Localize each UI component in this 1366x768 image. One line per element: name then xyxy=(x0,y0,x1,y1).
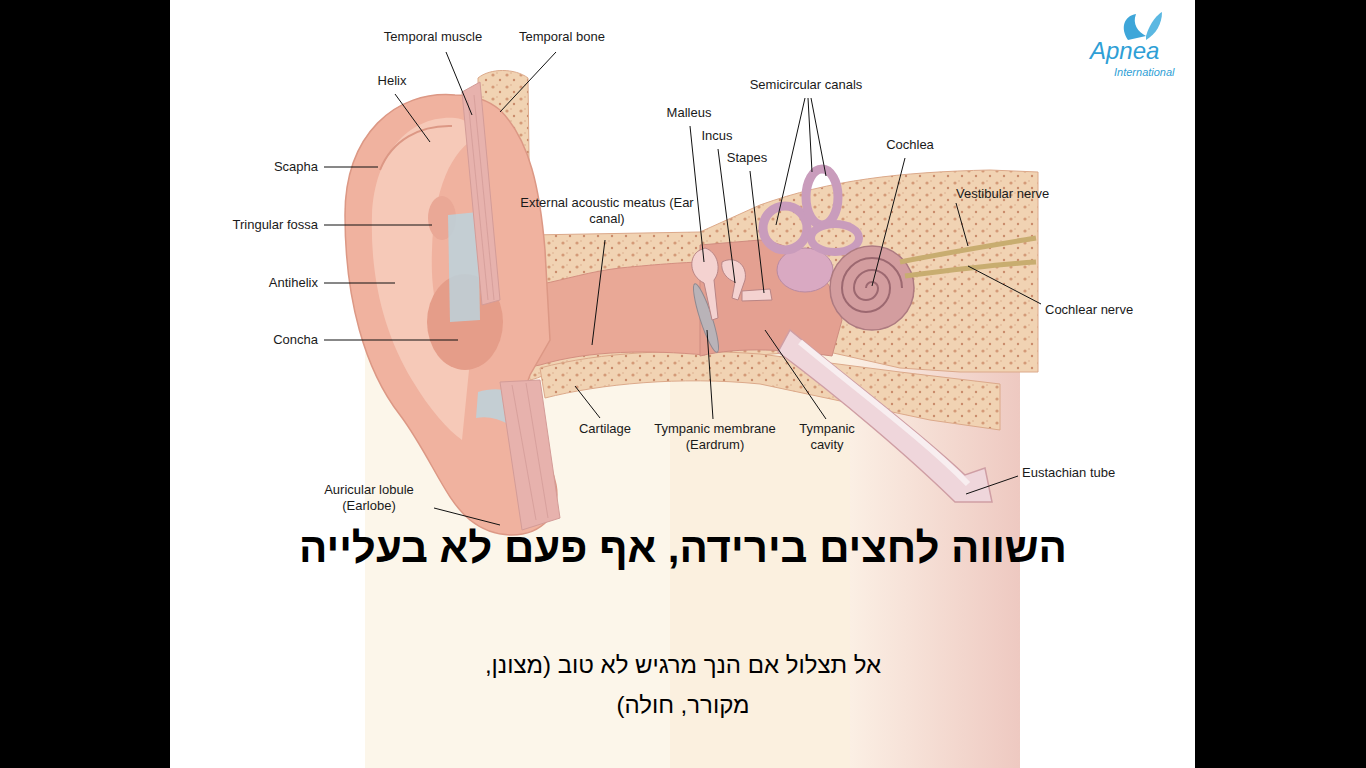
part-label: Malleus xyxy=(667,105,712,121)
part-label: Helix xyxy=(378,73,407,89)
temporal-bone xyxy=(478,71,1038,431)
part-label: Temporal muscle xyxy=(384,29,482,45)
part-label: Eustachian tube xyxy=(1022,465,1115,481)
part-label: Tringular fossa xyxy=(233,217,319,233)
part-label: External acoustic meatus (Ear canal) xyxy=(520,195,695,227)
slide-title: השווה לחצים בירידה, אף פעם לא בעלייה xyxy=(293,518,1073,577)
leader-lines xyxy=(324,52,1041,525)
part-label: Semicircular canals xyxy=(750,77,863,93)
slide-ground xyxy=(170,0,1195,768)
part-label: Cochlea xyxy=(886,137,934,153)
slide-caption: אל תצלול אם הנך מרגיש לא טוב (מצונן, מקו… xyxy=(448,645,918,725)
part-label: Scapha xyxy=(274,159,318,175)
part-label: Tympanic cavity xyxy=(791,421,863,453)
part-label: Tympanic membrane (Eardrum) xyxy=(643,421,788,453)
part-label: Temporal bone xyxy=(519,29,605,45)
temporal-muscle xyxy=(462,82,560,530)
part-label: Incus xyxy=(701,128,732,144)
part-label: Concha xyxy=(273,332,318,348)
eustachian-tube xyxy=(778,330,992,502)
part-label: Antihelix xyxy=(269,275,318,291)
logo-text: International xyxy=(1114,66,1175,79)
part-label: Auricular lobule (Earlobe) xyxy=(309,482,429,514)
logo-text: Apnea xyxy=(1090,38,1159,64)
part-label: Cartilage xyxy=(579,421,631,437)
part-label: Vestibular nerve xyxy=(956,186,1049,202)
apnea-logo-icon xyxy=(1124,12,1162,40)
part-label: Cochlear nerve xyxy=(1045,302,1133,318)
part-label: Stapes xyxy=(727,150,767,166)
